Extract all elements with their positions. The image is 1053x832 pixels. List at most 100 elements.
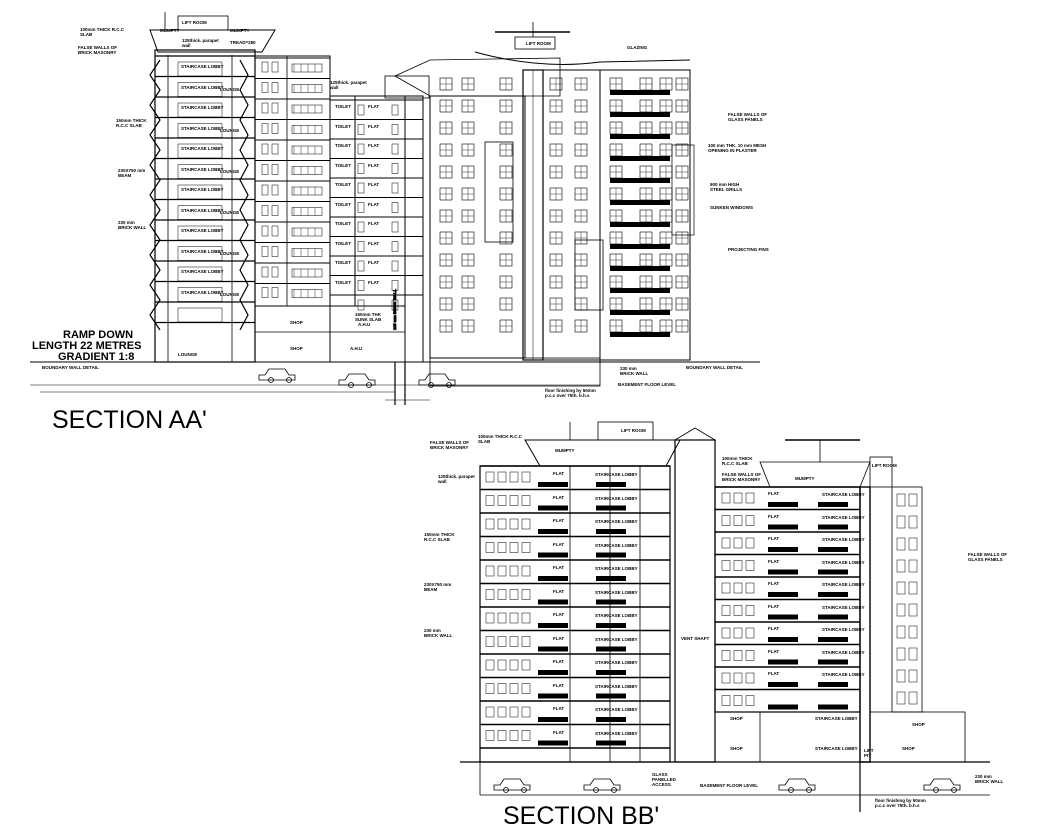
aa-room-lounge: LOUNGE (220, 168, 240, 174)
bb-window (521, 636, 531, 647)
bb-window (485, 683, 495, 694)
aa-stair-lobby-box (177, 123, 223, 138)
bb-room-staircase-lobby: STAIRCASE LOBBY (595, 589, 638, 595)
bb-note-false-glass: FALSE WALLS OF GLASS PANELS (968, 552, 1007, 562)
aa-window (271, 246, 279, 257)
aa-window (271, 61, 279, 73)
bb-balcony (538, 670, 568, 675)
bb-window (485, 495, 495, 506)
bb-window (485, 518, 495, 530)
bb-right-window (745, 537, 755, 549)
bb-room-staircase-lobby-r: STAIRCASE LOBBY (822, 604, 865, 610)
aa-window (261, 246, 269, 257)
bb-window (521, 495, 531, 506)
bb-glass-window (908, 625, 918, 639)
aa-car-wheel (348, 382, 354, 388)
aa-note-sunken-windows: SUNKEN WINDOWS (710, 205, 753, 210)
bb-glass-window (908, 647, 918, 661)
bb-room-staircase-lobby-r: STAIRCASE LOBBY (822, 514, 865, 520)
bb-right-landing (818, 614, 848, 620)
bb-right-landing (818, 659, 848, 665)
aa-room-staircase-lobby: STAIRCASE LOBBY (181, 64, 224, 69)
aa-note-boundary-r: BOUNDARY WALL DETAIL (686, 365, 743, 370)
bb-glass-window (908, 515, 918, 529)
bb-glass-window (908, 691, 918, 705)
aa-toilet-window (391, 163, 399, 174)
bb-room-staircase-lobby-r: STAIRCASE LOBBY (822, 582, 865, 587)
aa-stair-lobby-box (177, 287, 223, 302)
aa-toilet-window (391, 104, 399, 116)
aa-window (261, 143, 269, 155)
aa-stair-zigzag-right (239, 59, 249, 331)
aa-note-lift-room-2: LIFT ROOM (526, 41, 551, 46)
aa-window (261, 61, 269, 73)
aa-note-basement-floor: BASEMENT FLOOR LEVEL (618, 382, 677, 387)
bb-room-staircase-lobby: STAIRCASE LOBBY (815, 746, 858, 751)
aa-label-brick-wall: 115 mm BRICK WALL (392, 289, 397, 330)
bb-stair-landing (596, 717, 626, 722)
aa-note-steel-grills: 900 mm HIGH STEEL GRILLS (710, 182, 743, 192)
bb-glass-window (908, 669, 918, 683)
aa-car-wheel (366, 382, 372, 388)
bb-room-flat-r: FLAT (768, 626, 780, 631)
bb-right-window (721, 695, 731, 706)
bb-room-shop: SHOP (912, 722, 925, 727)
aa-balcony-band (610, 266, 670, 271)
bb-window (521, 565, 531, 577)
bb-right-window (745, 695, 755, 706)
aa-room-toilet: TOILET (335, 240, 351, 246)
aa-balcony-band (610, 156, 670, 161)
aa-window (261, 205, 269, 216)
bb-right-window (745, 650, 755, 661)
aa-note-brick-230: 230 mm BRICK WALL (620, 366, 649, 376)
bb-glass-window (896, 625, 906, 639)
aa-toilet-window (357, 163, 365, 174)
aa-note-floor-finish: floor finishing by 50mm p.c.c over 75th.… (545, 388, 596, 398)
bb-window (485, 589, 495, 600)
bb-stair-landing (596, 740, 626, 746)
aa-balcony-rail (291, 104, 323, 114)
bb-vent-shaft (674, 439, 716, 763)
bb-window (497, 471, 507, 483)
bb-room-staircase-lobby: STAIRCASE LOBBY (595, 472, 638, 477)
bb-window (485, 706, 495, 718)
aa-note-beam: 230X750 mm BEAM (118, 168, 146, 178)
bb-window (497, 518, 507, 530)
bb-car-wheel (521, 787, 527, 793)
bb-right-landing (818, 637, 848, 642)
bb-right-balcony (768, 524, 798, 530)
aa-room-toilet: TOILET (335, 201, 351, 207)
bb-room-flat: FLAT (553, 588, 565, 594)
aa-stair-lobby-box (177, 102, 223, 118)
bb-right-window (745, 582, 755, 594)
bb-room-staircase-lobby: STAIRCASE LOBBY (595, 660, 638, 665)
aa-room-staircase-lobby: STAIRCASE LOBBY (181, 289, 224, 295)
aa-room-staircase-lobby: STAIRCASE LOBBY (181, 166, 224, 172)
bb-stair-landing (596, 646, 626, 652)
bb-right-window (721, 515, 731, 526)
aa-note-mesh: 100 mm THK. 10 mm MESH OPENING IN PLASTE… (708, 143, 767, 153)
bb-right-window (721, 492, 731, 504)
bb-window (497, 542, 507, 553)
bb-room-staircase-lobby: STAIRCASE LOBBY (595, 636, 638, 642)
bb-room-flat: FLAT (553, 518, 565, 523)
aa-balcony-rail (291, 248, 323, 257)
bb-room-staircase-lobby-r: STAIRCASE LOBBY (822, 627, 865, 632)
bb-note-lift-pit: LIFT PIT (864, 748, 874, 758)
aa-balcony-rail (291, 207, 323, 216)
aa-room-flat: FLAT (368, 123, 380, 129)
aa-note-projecting-fins: PROJECTING FINS (728, 247, 769, 252)
bb-car-wheel (593, 787, 599, 793)
aa-balcony-band (610, 90, 670, 95)
aa-room-staircase-lobby: STAIRCASE LOBBY (181, 248, 224, 254)
aa-toilet-window (357, 280, 365, 291)
bb-right-window (745, 605, 755, 616)
bb-note-lift-room-r: LIFT ROOM (872, 463, 897, 468)
aa-window (261, 184, 269, 196)
bb-glass-window (896, 559, 906, 573)
bb-right-window (733, 515, 743, 526)
aa-toilet-window (357, 241, 365, 252)
section-aa-title: SECTION AA' (52, 406, 207, 434)
aa-balcony-band (610, 112, 670, 117)
bb-right-balcony (768, 502, 798, 507)
